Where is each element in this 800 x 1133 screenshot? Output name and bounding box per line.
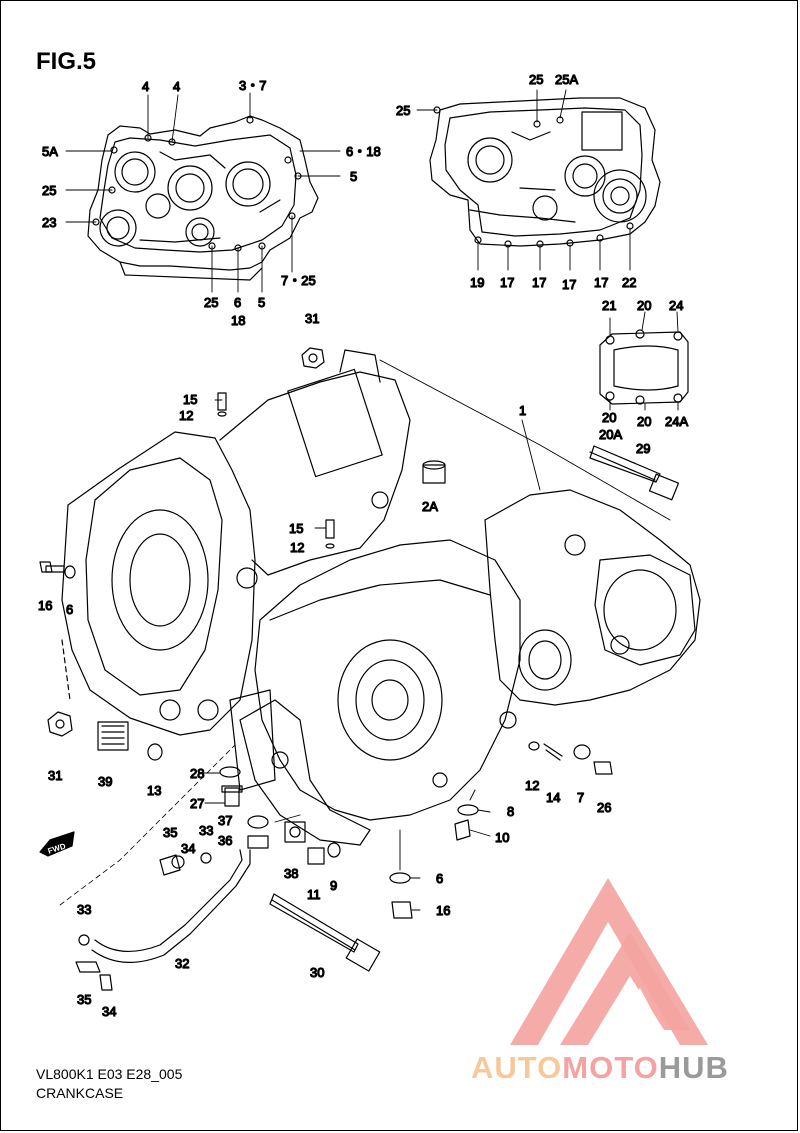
- callout-26: 26: [597, 800, 611, 815]
- callout-34-top: 34: [181, 841, 195, 856]
- callout-12-right: 12: [525, 778, 539, 793]
- callout-21: 21: [602, 298, 616, 313]
- callout-20a: 20: [637, 298, 651, 313]
- callout-32: 32: [175, 956, 189, 971]
- callout-19: 19: [470, 275, 484, 290]
- model-code: VL800K1 E03 E28_005: [36, 1066, 183, 1082]
- callout-25-tr-left: 25: [396, 103, 410, 118]
- watermark-part-3: HUB: [658, 1050, 729, 1085]
- callout-27: 27: [190, 796, 204, 811]
- callout-10: 10: [495, 830, 509, 845]
- callout-16-left: 16: [38, 598, 52, 613]
- watermark-logo-icon: [510, 878, 708, 1045]
- callout-4a: 4: [142, 79, 149, 94]
- callout-1: 1: [519, 403, 526, 418]
- callout-35-top: 35: [163, 825, 177, 840]
- callout-17c: 17: [562, 277, 576, 292]
- figure-caption: CRANKCASE: [36, 1085, 124, 1101]
- leader-lines-main: [199, 359, 671, 911]
- callout-12-mid: 12: [290, 540, 304, 555]
- callout-31-left: 31: [48, 768, 62, 783]
- oil-pipe-assembly: [75, 849, 251, 991]
- callout-25a-tr: 25A: [555, 72, 578, 87]
- crankcase-right-half-detail: [429, 97, 661, 248]
- callout-20b: 20: [602, 410, 616, 425]
- main-crankcase-assembly: [59, 349, 701, 906]
- crankcase-left-half-detail: [87, 115, 319, 281]
- callout-labels: 4 4 3・7 5A 6・18 5 25 23 7・25 25 6 5 18 2…: [37, 71, 689, 1019]
- watermark-part-2: MOTO: [562, 1050, 659, 1085]
- callout-15-top: 15: [183, 392, 197, 407]
- callout-25-tr: 25: [529, 72, 543, 87]
- callout-13: 13: [147, 783, 161, 798]
- callout-3-7: 3・7: [239, 78, 266, 93]
- callout-20a-label: 20A: [599, 427, 622, 442]
- callout-33-bottom: 33: [77, 902, 91, 917]
- callout-30: 30: [310, 965, 324, 980]
- callout-17b: 17: [532, 275, 546, 290]
- callout-17a: 17: [500, 275, 514, 290]
- callout-2a: 2A: [422, 499, 438, 514]
- callout-34-bottom: 34: [102, 1004, 116, 1019]
- callout-8: 8: [507, 804, 514, 819]
- callout-4b: 4: [173, 79, 180, 94]
- callout-25-left: 25: [42, 183, 56, 198]
- callout-5-top: 5: [350, 169, 357, 184]
- callout-16-right: 16: [436, 903, 450, 918]
- callout-36: 36: [218, 833, 232, 848]
- callout-14: 14: [546, 790, 560, 805]
- callout-23: 23: [42, 215, 56, 230]
- callout-24: 24: [669, 298, 683, 313]
- callout-38: 38: [284, 866, 298, 881]
- figure-title: FIG.5: [36, 48, 97, 75]
- callout-7-25: 7・25: [281, 273, 316, 288]
- callout-18-bottom: 18: [231, 313, 245, 328]
- leader-lines-top-right: [416, 89, 631, 271]
- callout-15-mid: 15: [289, 521, 303, 536]
- callout-12-top: 12: [179, 408, 193, 423]
- callout-33-top: 33: [199, 823, 213, 838]
- callout-9: 9: [330, 878, 337, 893]
- callout-6-18: 6・18: [346, 144, 381, 159]
- callout-11: 11: [307, 887, 321, 902]
- callout-35-bottom: 35: [77, 992, 91, 1007]
- callout-28: 28: [190, 766, 204, 781]
- cover-gasket-part: [599, 311, 689, 411]
- watermark-text: AUTOMOTOHUB: [471, 1050, 729, 1086]
- callout-31-top: 31: [305, 311, 319, 326]
- callout-39: 39: [98, 774, 112, 789]
- watermark-part-1: AUTO: [471, 1050, 563, 1085]
- callout-29: 29: [636, 441, 650, 456]
- callout-37: 37: [218, 813, 232, 828]
- callout-25-bottom: 25: [204, 295, 218, 310]
- loose-fasteners: [39, 347, 680, 972]
- callout-6-right: 6: [436, 871, 443, 886]
- callout-6-bottom: 6: [234, 295, 241, 310]
- callout-22: 22: [622, 275, 636, 290]
- callout-17d: 17: [594, 275, 608, 290]
- callout-7-right: 7: [577, 790, 584, 805]
- callout-5a: 5A: [42, 144, 58, 159]
- callout-6-left: 6: [66, 602, 73, 617]
- forward-direction-badge: FWD: [39, 831, 75, 857]
- callout-20c: 20: [637, 414, 651, 429]
- leader-lines-top-left: [65, 92, 341, 293]
- callout-5-bottom: 5: [258, 295, 265, 310]
- callout-24a: 24A: [665, 414, 688, 429]
